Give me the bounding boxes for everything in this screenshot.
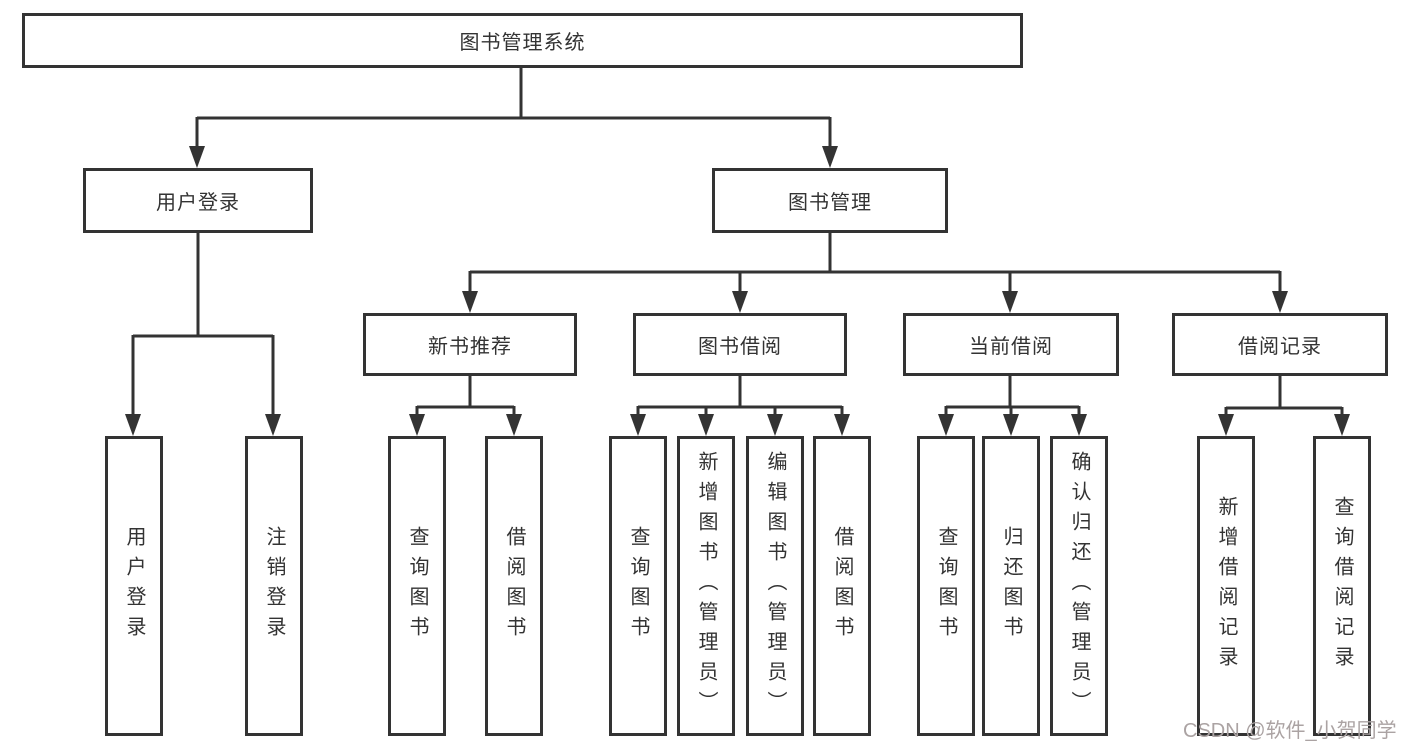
connector-root-to-level2 <box>189 68 838 168</box>
node-current-borrow: 当前借阅 <box>903 313 1119 376</box>
connector-borrow-record-children <box>1218 375 1350 436</box>
node-leaf-add-book-admin: 新增图书（管理员） <box>677 436 735 736</box>
node-new-book-recommend: 新书推荐 <box>363 313 577 376</box>
node-leaf-query-borrow-record: 查询借阅记录 <box>1313 436 1371 736</box>
connector-book-management-children <box>462 233 1288 313</box>
node-library-system: 图书管理系统 <box>22 13 1023 68</box>
node-leaf-return-book: 归还图书 <box>982 436 1040 736</box>
node-borrow-record: 借阅记录 <box>1172 313 1388 376</box>
csdn-watermark: CSDN @软件_小贺同学 <box>1183 720 1397 742</box>
node-book-borrow: 图书借阅 <box>633 313 847 376</box>
node-leaf-add-borrow-record: 新增借阅记录 <box>1197 436 1255 736</box>
node-leaf-logout: 注销登录 <box>245 436 303 736</box>
connector-user-login-children <box>125 233 281 436</box>
node-leaf-user-login: 用户登录 <box>105 436 163 736</box>
connector-current-borrow-children <box>938 375 1087 436</box>
node-leaf-query-book-recommend: 查询图书 <box>388 436 446 736</box>
node-leaf-query-book-borrow: 查询图书 <box>609 436 667 736</box>
connector-new-book-children <box>409 375 522 436</box>
node-leaf-borrow-book: 借阅图书 <box>813 436 871 736</box>
node-leaf-query-book-current: 查询图书 <box>917 436 975 736</box>
node-user-login: 用户登录 <box>83 168 313 233</box>
node-leaf-confirm-return-admin: 确认归还（管理员） <box>1050 436 1108 736</box>
connector-book-borrow-children <box>630 375 850 436</box>
node-leaf-edit-book-admin: 编辑图书（管理员） <box>746 436 804 736</box>
node-book-management: 图书管理 <box>712 168 948 233</box>
node-leaf-borrow-book-recommend: 借阅图书 <box>485 436 543 736</box>
